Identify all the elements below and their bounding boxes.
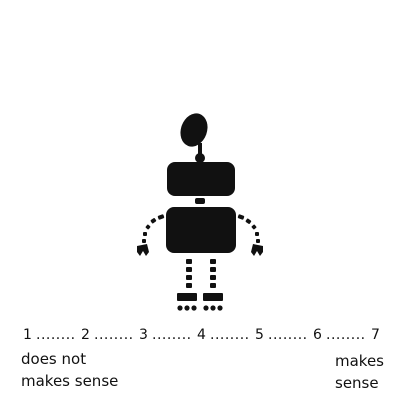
robot-antenna-joint [195, 153, 205, 163]
robot-right-arm [237, 214, 263, 256]
robot-head [167, 162, 235, 196]
scale-separator: ........ [268, 327, 308, 343]
robot-left-leg [177, 259, 197, 311]
scale-point-5[interactable]: 5 [255, 327, 264, 343]
robot-right-leg [203, 259, 223, 311]
scale-anchor-low-line-2: makes sense [21, 372, 119, 390]
scale-separator: ........ [94, 327, 134, 343]
scale-anchor-high-line-2: sense [335, 374, 379, 392]
scale-anchor-high: makes sense [335, 350, 384, 394]
scale-separator: ........ [210, 327, 250, 343]
robot-left-arm [137, 214, 165, 256]
scale-point-7[interactable]: 7 [371, 327, 380, 343]
scale-point-4[interactable]: 4 [197, 327, 206, 343]
rating-scale: 1 ........ 2 ........ 3 ........ 4 .....… [20, 324, 384, 346]
scale-separator: ........ [36, 327, 76, 343]
scale-point-2[interactable]: 2 [81, 327, 90, 343]
scale-separator: ........ [152, 327, 192, 343]
robot-antenna-stem [198, 143, 202, 155]
robot-torso [166, 207, 236, 253]
robot-antenna-bulb [180, 113, 208, 147]
robot-neck [195, 198, 205, 204]
scale-point-1[interactable]: 1 [23, 327, 32, 343]
scale-point-3[interactable]: 3 [139, 327, 148, 343]
scale-anchor-high-line-1: makes [335, 352, 384, 370]
scale-separator: ........ [326, 327, 366, 343]
scale-point-6[interactable]: 6 [313, 327, 322, 343]
scale-anchor-low: does not makes sense [21, 348, 118, 392]
scale-anchor-low-line-1: does not [21, 350, 87, 368]
